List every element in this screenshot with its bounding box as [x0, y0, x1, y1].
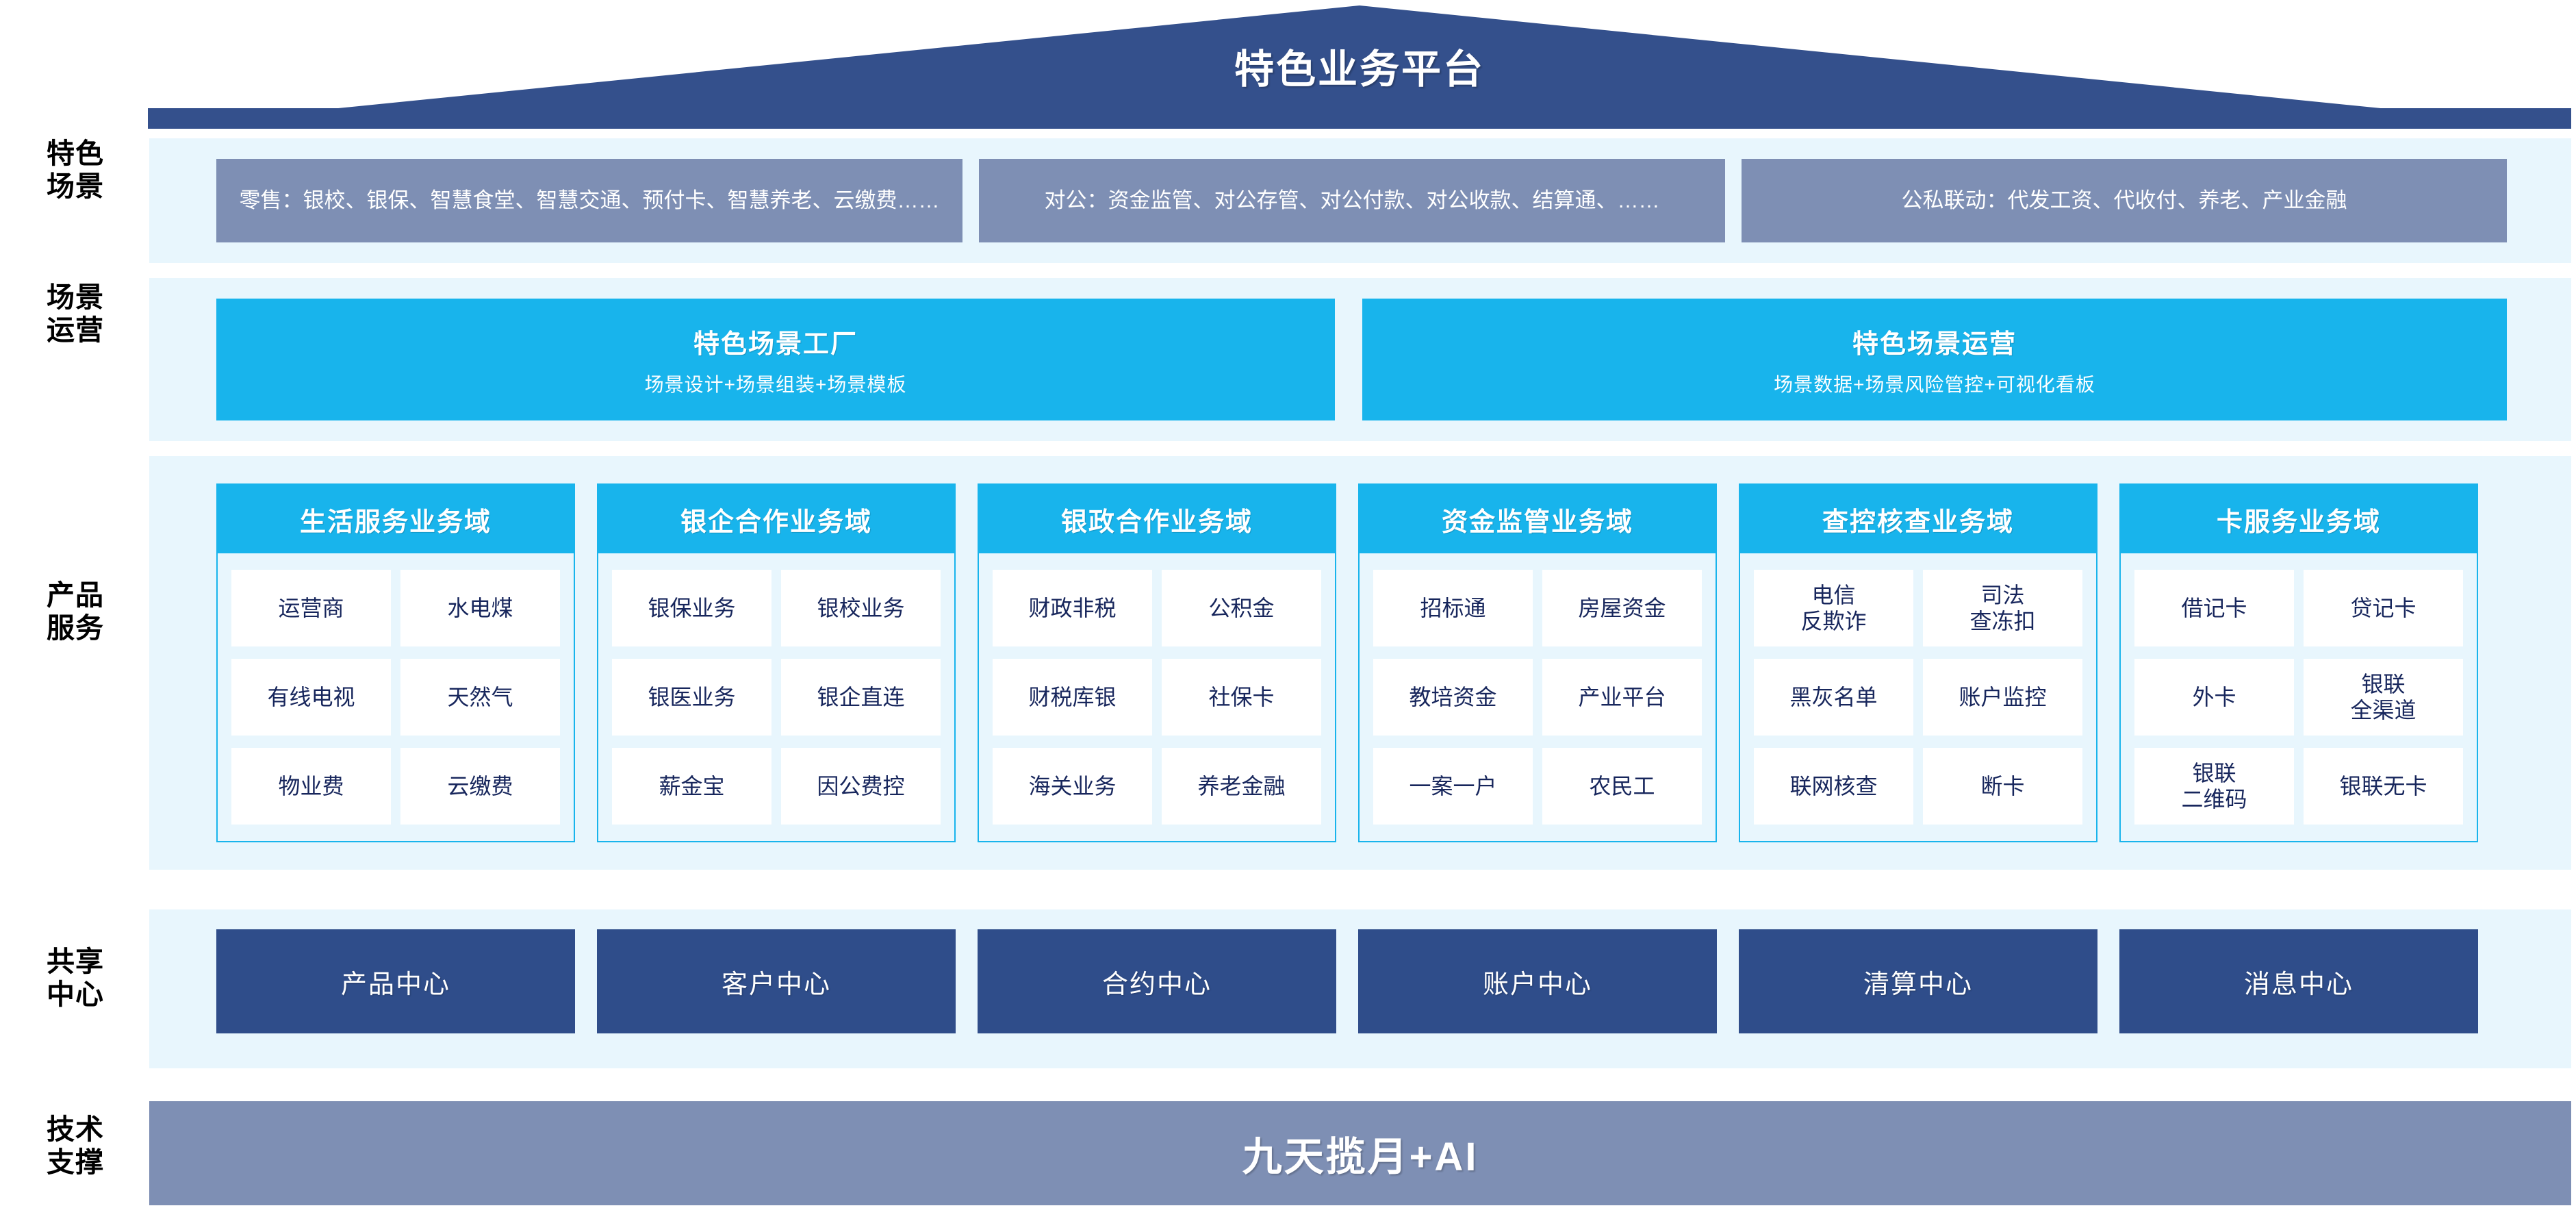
domain-item[interactable]: 财政非税 — [993, 570, 1152, 646]
domain-item[interactable]: 银企直连 — [781, 659, 941, 736]
domain-card-card-service-grid: 借记卡 贷记卡 外卡 银联 全渠道 银联 二维码 银联无卡 — [2121, 553, 2477, 841]
platform-roof-banner: 特色业务平台 — [148, 5, 2571, 129]
domain-item[interactable]: 房屋资金 — [1542, 570, 1702, 646]
scenario-box-retail[interactable]: 零售：银校、银保、智慧食堂、智慧交通、预付卡、智慧养老、云缴费…… — [216, 159, 962, 242]
domain-card-card-service-title: 卡服务业务域 — [2121, 485, 2477, 553]
domain-card-bank-enterprise[interactable]: 银企合作业务域 银保业务 银校业务 银医业务 银企直连 薪金宝 因公费控 — [597, 483, 956, 842]
operation-bar-factory-subtitle: 场景设计+场景组装+场景模板 — [644, 373, 907, 395]
domain-item[interactable]: 海关业务 — [993, 748, 1152, 825]
domain-card-investigation-grid: 电信 反欺诈 司法 查冻扣 黑灰名单 账户监控 联网核查 断卡 — [1740, 553, 2096, 841]
rail-label-scenarios: 特色 场景 — [14, 137, 137, 203]
operation-bar-operation-title: 特色场景运营 — [1852, 329, 2017, 359]
domain-item[interactable]: 借记卡 — [2134, 570, 2294, 646]
rail-label-operation: 场景 运营 — [14, 281, 137, 347]
rail-label-shared: 共享 中心 — [14, 945, 137, 1011]
domain-item[interactable]: 银保业务 — [612, 570, 771, 646]
domain-item[interactable]: 银医业务 — [612, 659, 771, 736]
rail-label-operation-l2: 运营 — [47, 314, 104, 347]
rail-label-products-l1: 产品 — [47, 579, 104, 611]
domain-item[interactable]: 产业平台 — [1542, 659, 1702, 736]
domain-item[interactable]: 财税库银 — [993, 659, 1152, 736]
shared-center-product[interactable]: 产品中心 — [216, 929, 575, 1033]
domain-item[interactable]: 公积金 — [1162, 570, 1321, 646]
domain-item[interactable]: 薪金宝 — [612, 748, 771, 825]
page-title: 特色业务平台 — [1234, 47, 1485, 92]
domain-item[interactable]: 有线电视 — [231, 659, 391, 736]
rail-label-operation-l1: 场景 — [47, 281, 104, 313]
rail-label-shared-l2: 中心 — [47, 979, 104, 1011]
domain-item[interactable]: 账户监控 — [1923, 659, 2082, 736]
domain-item[interactable]: 养老金融 — [1162, 748, 1321, 825]
rail-label-tech: 技术 支撑 — [14, 1113, 137, 1179]
rail-label-tech-l2: 支撑 — [47, 1146, 104, 1179]
shared-center-contract[interactable]: 合约中心 — [978, 929, 1336, 1033]
domain-item[interactable]: 农民工 — [1542, 748, 1702, 825]
domain-item[interactable]: 断卡 — [1923, 748, 2082, 825]
operation-bar-factory-title: 特色场景工厂 — [693, 329, 858, 359]
roof-shape — [148, 5, 2571, 129]
operation-bar-operation[interactable]: 特色场景运营 场景数据+场景风险管控+可视化看板 — [1362, 299, 2507, 420]
rail-label-products-l2: 服务 — [47, 612, 104, 644]
domain-item[interactable]: 司法 查冻扣 — [1923, 570, 2082, 646]
operation-bar-operation-subtitle: 场景数据+场景风险管控+可视化看板 — [1774, 373, 2095, 395]
domain-card-bank-government-grid: 财政非税 公积金 财税库银 社保卡 海关业务 养老金融 — [979, 553, 1335, 841]
domain-item[interactable]: 社保卡 — [1162, 659, 1321, 736]
domain-card-bank-government-title: 银政合作业务域 — [979, 485, 1335, 553]
domain-item[interactable]: 教培资金 — [1373, 659, 1533, 736]
scenario-box-corporate[interactable]: 对公：资金监管、对公存管、对公付款、对公收款、结算通、…… — [979, 159, 1725, 242]
rail-label-tech-l1: 技术 — [47, 1114, 104, 1145]
domain-item[interactable]: 联网核查 — [1754, 748, 1913, 825]
domain-card-fund-supervision-title: 资金监管业务域 — [1360, 485, 1716, 553]
domain-card-bank-enterprise-grid: 银保业务 银校业务 银医业务 银企直连 薪金宝 因公费控 — [598, 553, 954, 841]
rail-label-products: 产品 服务 — [14, 579, 137, 645]
domain-card-bank-enterprise-title: 银企合作业务域 — [598, 485, 954, 553]
rail-label-shared-l1: 共享 — [47, 946, 104, 977]
domain-item[interactable]: 外卡 — [2134, 659, 2294, 736]
domain-item[interactable]: 天然气 — [400, 659, 560, 736]
domain-item[interactable]: 贷记卡 — [2304, 570, 2463, 646]
domain-card-investigation[interactable]: 查控核查业务域 电信 反欺诈 司法 查冻扣 黑灰名单 账户监控 联网核查 断卡 — [1739, 483, 2097, 842]
scenarios-row-panel: 零售：银校、银保、智慧食堂、智慧交通、预付卡、智慧养老、云缴费…… 对公：资金监… — [149, 138, 2571, 263]
domain-card-card-service[interactable]: 卡服务业务域 借记卡 贷记卡 外卡 银联 全渠道 银联 二维码 银联无卡 — [2119, 483, 2478, 842]
operation-bar-factory[interactable]: 特色场景工厂 场景设计+场景组装+场景模板 — [216, 299, 1335, 420]
operation-row-panel: 特色场景工厂 场景设计+场景组装+场景模板 特色场景运营 场景数据+场景风险管控… — [149, 278, 2571, 441]
domain-card-fund-supervision[interactable]: 资金监管业务域 招标通 房屋资金 教培资金 产业平台 一案一户 农民工 — [1358, 483, 1717, 842]
domain-card-life-service-title: 生活服务业务域 — [218, 485, 574, 553]
shared-center-account[interactable]: 账户中心 — [1358, 929, 1717, 1033]
domain-item[interactable]: 电信 反欺诈 — [1754, 570, 1913, 646]
tech-support-bar[interactable]: 九天揽月+AI — [149, 1101, 2571, 1205]
shared-center-customer[interactable]: 客户中心 — [597, 929, 956, 1033]
domain-card-fund-supervision-grid: 招标通 房屋资金 教培资金 产业平台 一案一户 农民工 — [1360, 553, 1716, 841]
domain-item[interactable]: 黑灰名单 — [1754, 659, 1913, 736]
domain-item[interactable]: 运营商 — [231, 570, 391, 646]
domain-card-investigation-title: 查控核查业务域 — [1740, 485, 2096, 553]
shared-center-message[interactable]: 消息中心 — [2119, 929, 2478, 1033]
rail-label-scenarios-l2: 场景 — [47, 171, 104, 203]
scenario-box-linkage[interactable]: 公私联动：代发工资、代收付、养老、产业金融 — [1742, 159, 2507, 242]
domain-item[interactable]: 银校业务 — [781, 570, 941, 646]
domain-card-life-service[interactable]: 生活服务业务域 运营商 水电煤 有线电视 天然气 物业费 云缴费 — [216, 483, 575, 842]
domain-item[interactable]: 云缴费 — [400, 748, 560, 825]
shared-center-settlement[interactable]: 清算中心 — [1739, 929, 2097, 1033]
domain-item[interactable]: 物业费 — [231, 748, 391, 825]
domain-item[interactable]: 水电煤 — [400, 570, 560, 646]
rail-label-scenarios-l1: 特色 — [47, 138, 104, 169]
domain-card-life-service-grid: 运营商 水电煤 有线电视 天然气 物业费 云缴费 — [218, 553, 574, 841]
domain-item[interactable]: 因公费控 — [781, 748, 941, 825]
domain-item[interactable]: 银联 全渠道 — [2304, 659, 2463, 736]
domain-card-bank-government[interactable]: 银政合作业务域 财政非税 公积金 财税库银 社保卡 海关业务 养老金融 — [978, 483, 1336, 842]
shared-centers-row-panel: 产品中心 客户中心 合约中心 账户中心 清算中心 消息中心 — [149, 909, 2571, 1068]
domain-item[interactable]: 银联 二维码 — [2134, 748, 2294, 825]
domain-item[interactable]: 一案一户 — [1373, 748, 1533, 825]
domain-item[interactable]: 招标通 — [1373, 570, 1533, 646]
domain-item[interactable]: 银联无卡 — [2304, 748, 2463, 825]
